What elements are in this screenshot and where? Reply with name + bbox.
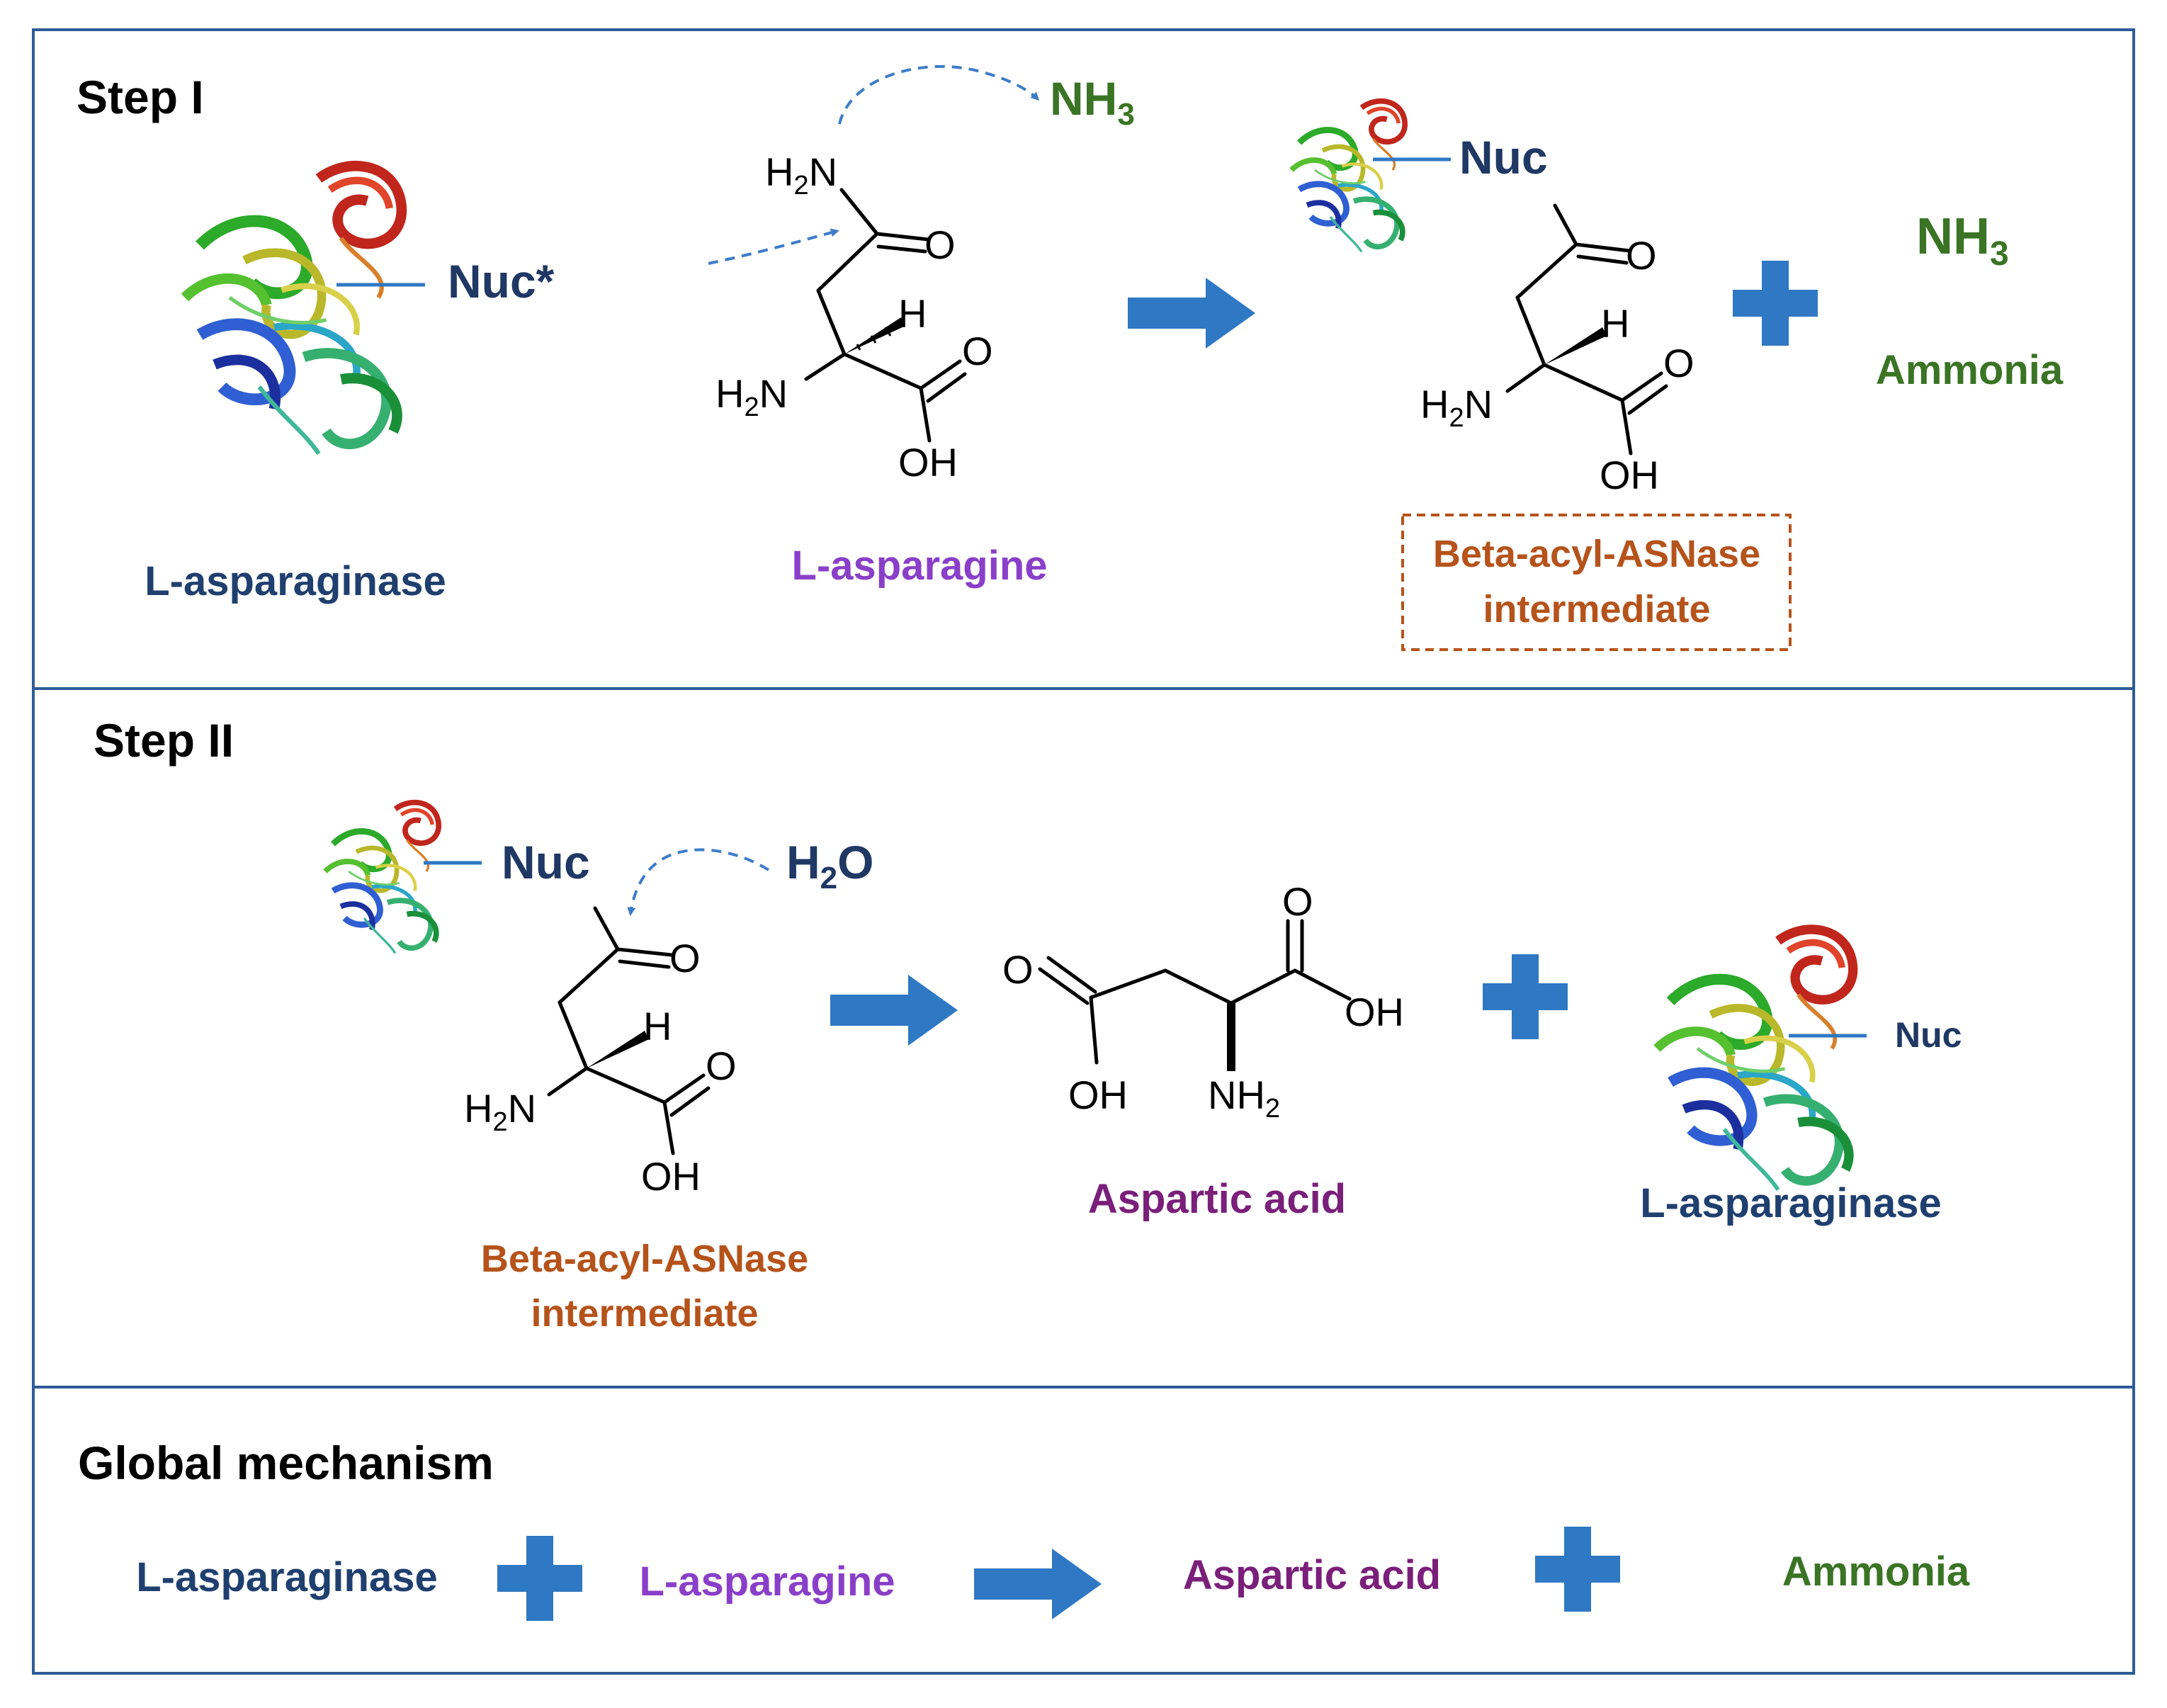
step1-intermediate-structure: O H O H2N OH: [1420, 203, 1694, 497]
step1-intermediate-line1: Beta-acyl-ASNase: [1433, 533, 1760, 575]
block-arrow-icon: [974, 1549, 1102, 1619]
step1-enzyme-label: L-asparaginase: [145, 558, 446, 604]
nh3-sub: 3: [1990, 235, 2009, 273]
plus-icon: [1535, 1527, 1620, 1612]
svg-text:H2N: H2N: [715, 371, 788, 422]
acid-o: O: [962, 329, 993, 373]
step1-ammonia-label: Ammonia: [1876, 347, 2064, 393]
svg-text:H2N: H2N: [464, 1086, 536, 1137]
aspartic-acid-label: Aspartic acid: [1088, 1176, 1346, 1222]
svg-text:H2N: H2N: [765, 149, 837, 200]
protein-ribbon-icon: [1291, 101, 1405, 252]
carbonyl-o: O: [924, 222, 956, 267]
amine-h: H: [715, 371, 744, 416]
svg-text:NH3: NH3: [1916, 208, 2009, 273]
s2-amine-h: H: [464, 1086, 492, 1131]
svg-text:NH3: NH3: [1050, 72, 1135, 132]
plus-icon: [1483, 954, 1568, 1039]
int-amine-n: N: [1464, 382, 1493, 426]
h2o-h: H: [786, 836, 820, 888]
h2n-n: N: [809, 149, 837, 194]
s2-amine-n: N: [508, 1086, 536, 1131]
global-title: Global mechanism: [78, 1437, 494, 1489]
nuc-star-label: Nuc*: [448, 255, 555, 307]
dashed-curved-arrow-icon: [627, 848, 770, 916]
acid-oh: OH: [898, 440, 958, 485]
s2-amine-sub: 2: [492, 1107, 507, 1137]
asp-right-oh: OH: [1345, 990, 1404, 1034]
global-enzyme: L-asparaginase: [136, 1554, 438, 1600]
global-substrate: L-asparagine: [640, 1559, 895, 1605]
step1-section: Step I Nuc* L-asparaginase: [77, 64, 2064, 651]
amine-sub: 2: [744, 392, 759, 422]
int-carbonyl-o: O: [1626, 233, 1657, 278]
s2-carbonyl-o: O: [669, 936, 701, 980]
step2-intermediate-line2: intermediate: [531, 1292, 758, 1335]
outer-frame: [32, 28, 2135, 1675]
svg-text:H2O: H2O: [786, 836, 874, 895]
h2n-h: H: [765, 149, 793, 194]
protein-ribbon-icon: [325, 803, 439, 954]
frames: [32, 28, 2135, 1675]
asp-left-o: O: [1002, 947, 1034, 992]
step2-nuc-label: Nuc: [502, 836, 590, 888]
h2n-sub: 2: [793, 171, 808, 200]
nh3-nh: NH: [1916, 208, 1990, 265]
step1-title: Step I: [77, 71, 204, 123]
plus-icon: [1733, 261, 1818, 346]
step2-title: Step II: [94, 714, 234, 767]
h2o-o: O: [837, 836, 873, 888]
step2-intermediate-structure: O H O H2N OH: [464, 906, 737, 1199]
h2o-sub: 2: [820, 861, 837, 895]
int-amine-h: H: [1420, 382, 1449, 426]
dashed-curved-arrow-icon: [838, 64, 1040, 125]
int-acid-oh: OH: [1600, 453, 1659, 497]
amine-n: N: [759, 371, 788, 416]
l-asparagine-label: L-asparagine: [792, 543, 1048, 589]
s2-acid-o: O: [706, 1044, 737, 1088]
asp-top-o: O: [1282, 879, 1313, 924]
plus-icon: [497, 1536, 582, 1621]
nh3-top-sub: 3: [1117, 97, 1134, 132]
nh3-top-nh: NH: [1050, 72, 1117, 125]
s2-stereo-h: H: [643, 1004, 672, 1048]
aspartic-acid-structure: O OH O OH NH2: [1002, 879, 1404, 1124]
step2-enzyme-label: L-asparaginase: [1640, 1180, 1942, 1226]
step1-nuc-label: Nuc: [1459, 131, 1548, 183]
step2-section: Step II Nuc H2O O H O H2N OH: [94, 714, 1962, 1335]
global-section: Global mechanism L-asparaginase L-aspara…: [78, 1437, 1970, 1621]
protein-ribbon-icon: [185, 166, 402, 453]
step1-intermediate-line2: intermediate: [1483, 588, 1710, 630]
l-asparagine-structure: H2N O H O H2N OH: [715, 149, 993, 485]
dashed-attack-arrow-icon: [708, 228, 839, 265]
asp-left-oh: OH: [1068, 1073, 1128, 1117]
svg-text:NH2: NH2: [1208, 1073, 1280, 1124]
int-stereo-h: H: [1601, 301, 1629, 346]
int-acid-o: O: [1663, 341, 1694, 385]
svg-text:H2N: H2N: [1420, 382, 1493, 433]
global-product: Aspartic acid: [1183, 1552, 1441, 1598]
step2-intermediate-line1: Beta-acyl-ASNase: [481, 1238, 808, 1280]
step2-enzyme-nuc: Nuc: [1895, 1015, 1962, 1055]
s2-acid-oh: OH: [641, 1154, 701, 1199]
stereo-h: H: [898, 291, 927, 336]
asp-nh-sub: 2: [1265, 1094, 1280, 1124]
global-ammonia: Ammonia: [1782, 1549, 1970, 1595]
block-arrow-icon: [830, 975, 958, 1046]
intermediate-dashed-box: [1401, 514, 1792, 651]
protein-ribbon-icon: [1657, 929, 1853, 1190]
block-arrow-icon: [1128, 278, 1255, 349]
asp-nh: NH: [1208, 1073, 1265, 1117]
int-amine-sub: 2: [1449, 403, 1464, 433]
